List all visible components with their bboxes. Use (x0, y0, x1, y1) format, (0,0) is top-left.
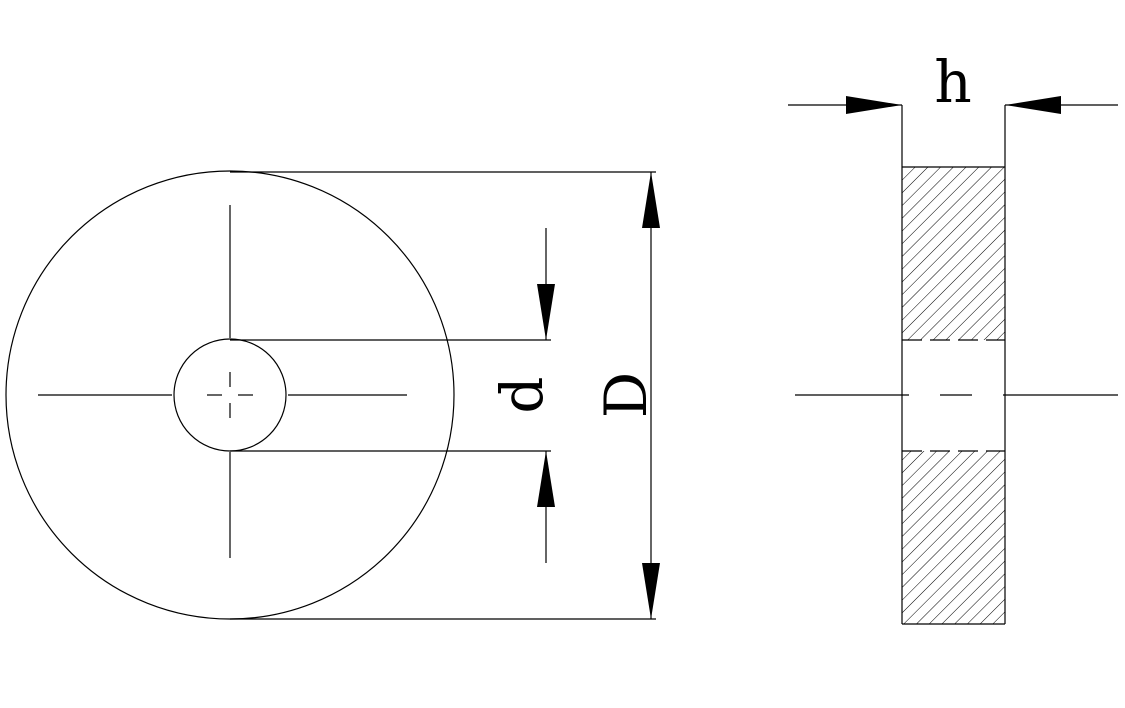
arrowheads-front (537, 172, 660, 619)
arrow-icon (537, 284, 555, 340)
centerlines (38, 205, 407, 558)
arrow-icon (1005, 96, 1061, 114)
side-view: h (788, 48, 1118, 625)
label-D: D (592, 372, 660, 419)
arrow-icon (846, 96, 902, 114)
label-h: h (934, 48, 971, 116)
label-d: d (488, 376, 556, 413)
arrow-icon (642, 563, 660, 619)
inner-circle (173, 338, 287, 452)
arrow-icon (537, 451, 555, 507)
front-view (5, 170, 656, 620)
hatch-top (902, 167, 1005, 340)
hatch-bottom (902, 451, 1005, 624)
extension-lines (230, 171, 656, 620)
arrow-icon (642, 172, 660, 228)
